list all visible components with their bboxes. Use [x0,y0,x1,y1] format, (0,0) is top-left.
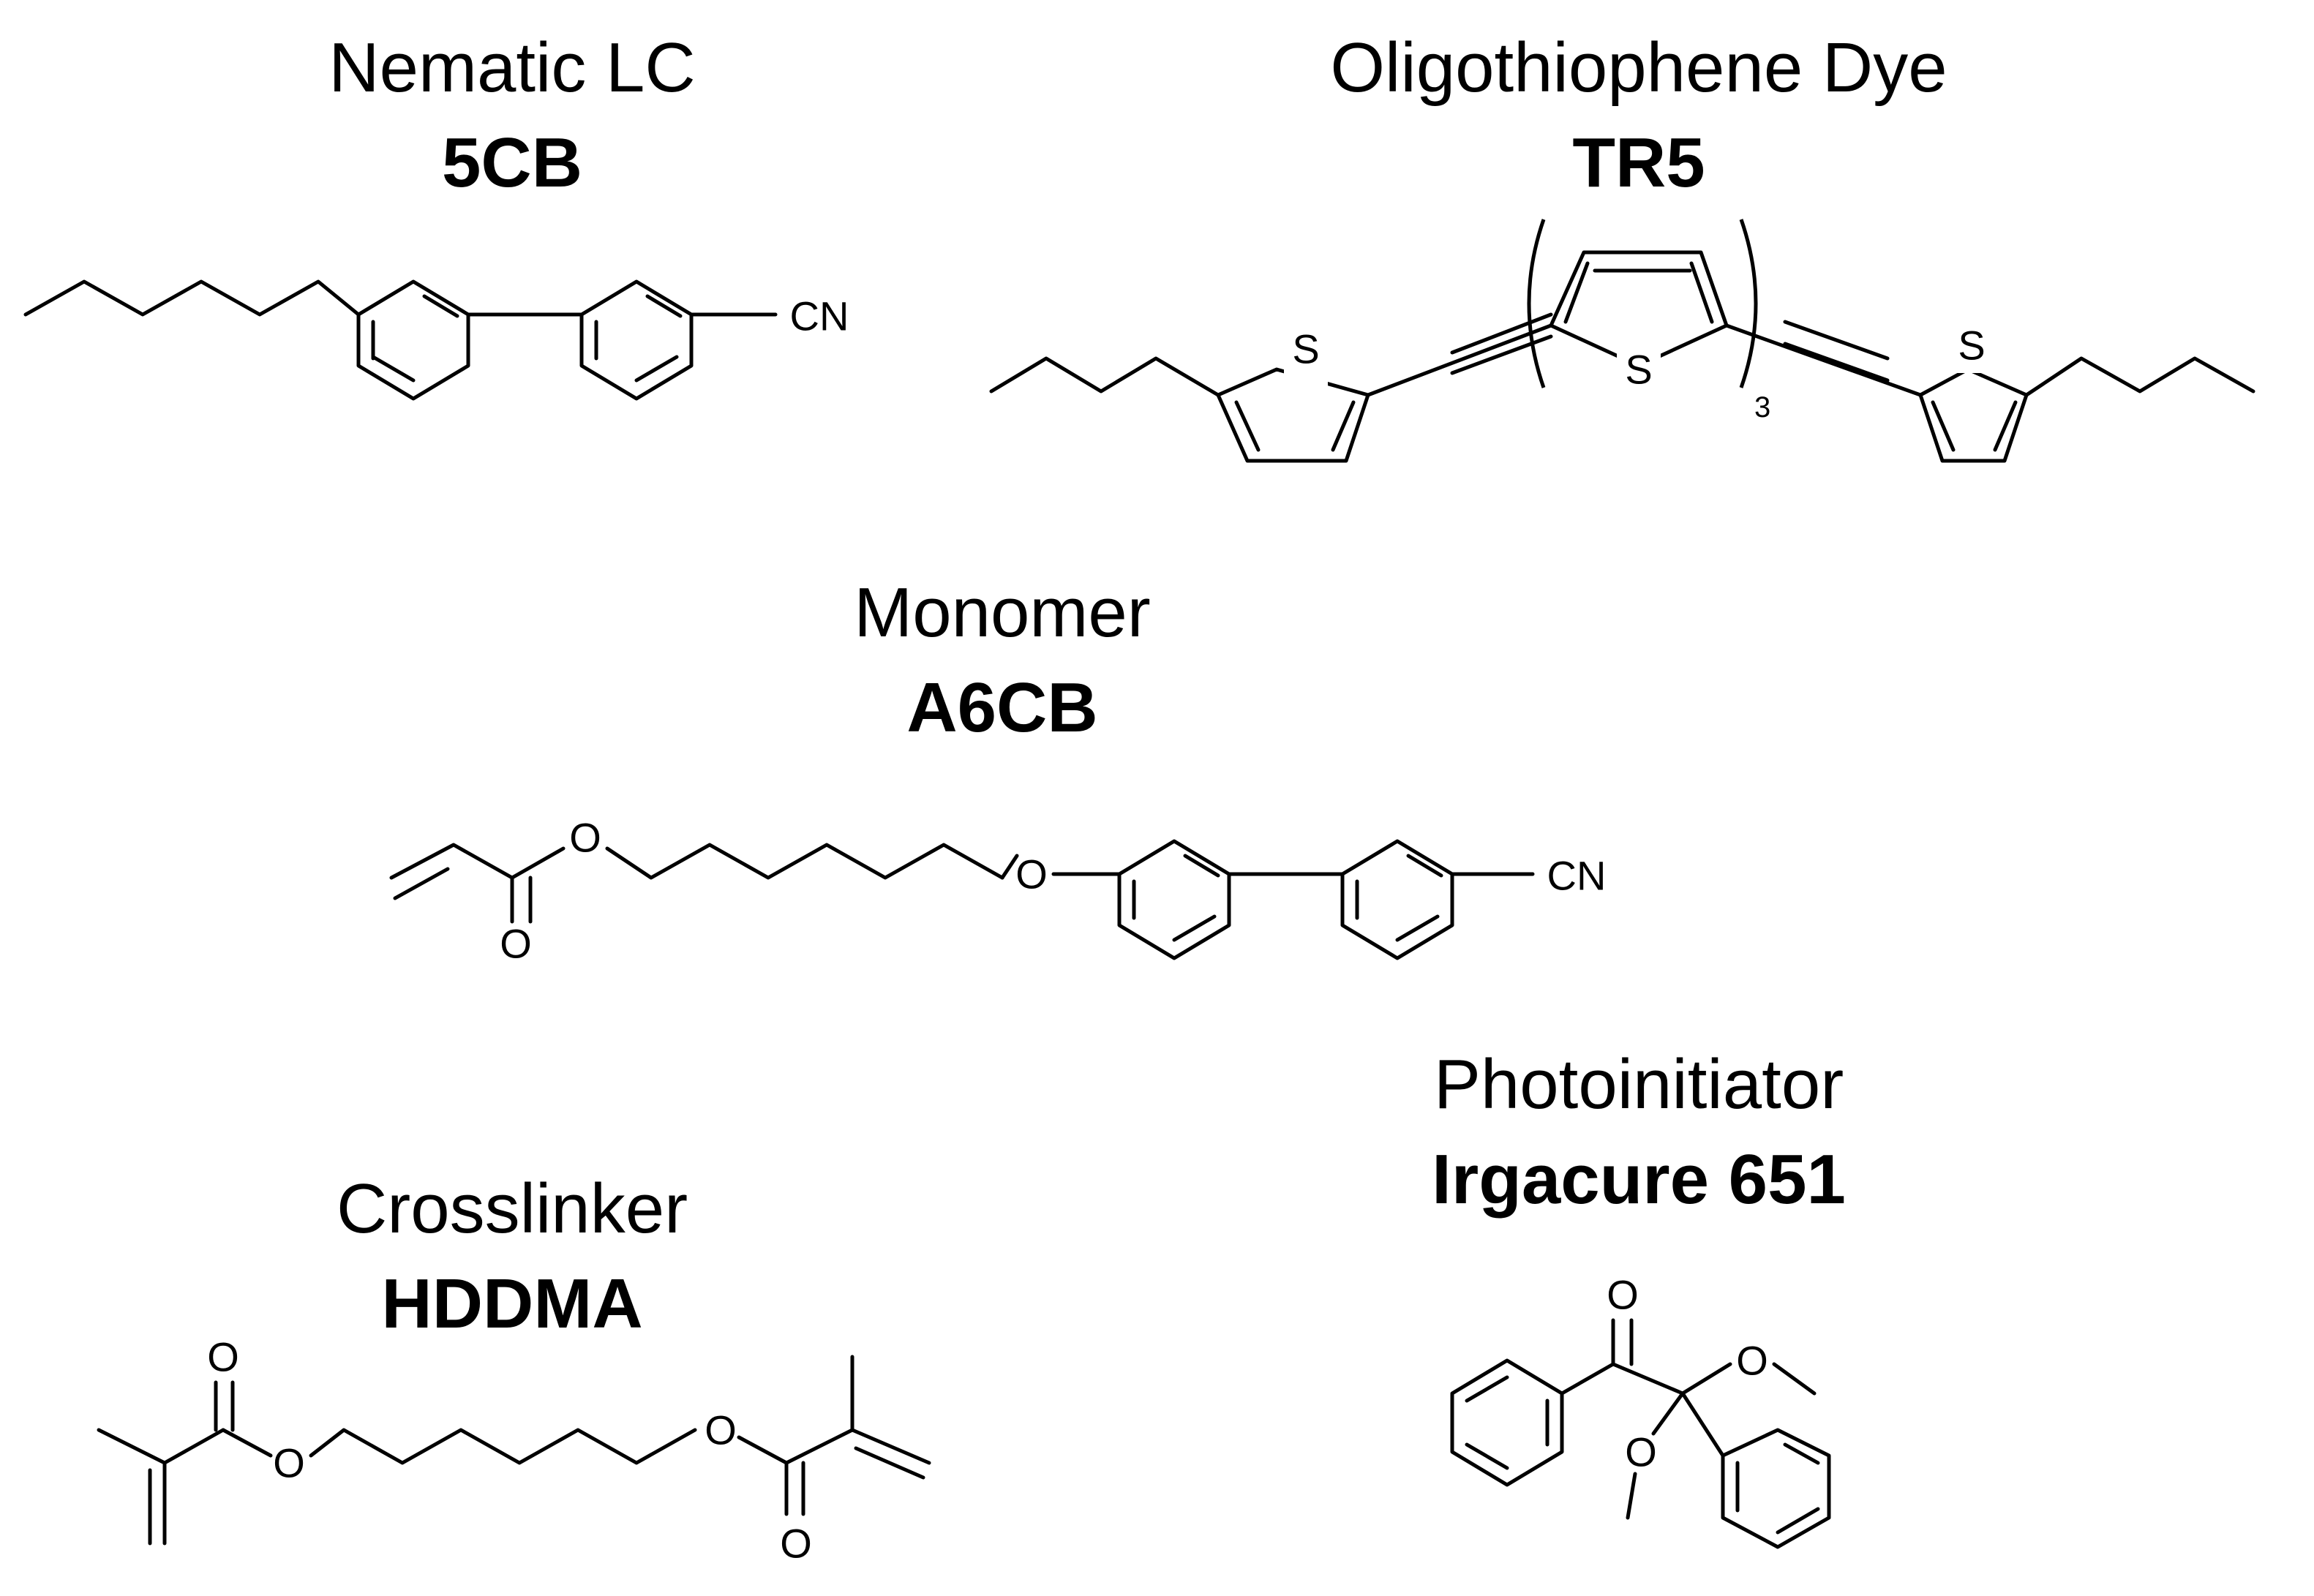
structure-irgacure-651: O O O [1450,1272,1831,1549]
molecule-5cb: Nematic LC 5CB CN [23,29,849,401]
molecule-hddma: Crosslinker HDDMA O O O O [97,1170,931,1567]
oxygen-label: O [705,1407,737,1453]
molecule-name: TR5 [1572,124,1705,202]
molecule-name: HDDMA [381,1265,642,1343]
sulfur-label: S [1625,347,1652,393]
category-label: Monomer [854,573,1150,652]
oxygen-label: O [1625,1429,1657,1475]
oxygen-label: O [780,1521,812,1567]
oxygen-label: O [1736,1338,1768,1384]
category-label: Crosslinker [337,1170,688,1248]
structure-5cb: CN [23,279,849,401]
molecule-irgacure-651: Photoinitiator Irgacure 651 O O O [1432,1045,1846,1549]
category-label: Oligothiophene Dye [1330,29,1947,107]
structure-hddma: O O O O [97,1334,931,1567]
oxygen-label: O [1015,851,1048,897]
cyano-label: CN [790,293,849,339]
category-label: Nematic LC [328,29,695,107]
molecule-name: Irgacure 651 [1432,1140,1846,1219]
repeat-count: 3 [1754,391,1770,424]
oxygen-label: O [207,1334,239,1380]
structure-a6cb: O O O CN [389,815,1607,967]
molecule-name: 5CB [442,124,582,202]
oxygen-label: O [273,1440,305,1486]
molecule-name: A6CB [906,669,1097,747]
sulfur-label: S [1292,326,1319,372]
oxygen-label: O [500,921,532,967]
molecule-a6cb: Monomer A6CB O O O [389,573,1607,967]
sulfur-label: S [1958,323,1985,369]
structure-tr5: S S 3 S [989,219,2255,463]
category-label: Photoinitiator [1434,1045,1844,1123]
oxygen-label: O [569,815,601,861]
molecule-tr5: Oligothiophene Dye TR5 S S 3 [989,29,2255,463]
cyano-label: CN [1547,853,1607,899]
oxygen-label: O [1607,1272,1639,1318]
